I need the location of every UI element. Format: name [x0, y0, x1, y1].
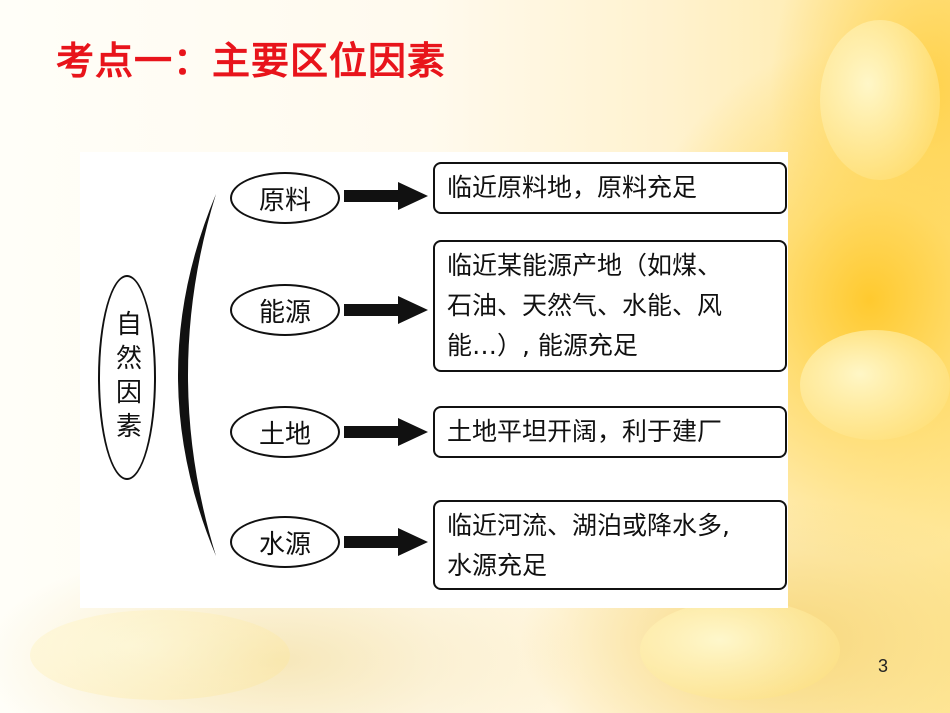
factor-node-label: 原料 — [258, 185, 311, 216]
factor-node-energy: 能源 — [230, 284, 340, 336]
decor-petal — [30, 610, 290, 700]
page-number: 3 — [878, 656, 889, 676]
decor-petal — [640, 600, 840, 700]
decor-petal — [820, 20, 940, 180]
factor-description-water: 临近河流、湖泊或降水多, 水源充足 — [433, 500, 787, 590]
root-node: 自然因素 — [98, 275, 156, 480]
description-line: 临近原料地，原料充足 — [447, 173, 698, 202]
arrow-icon — [344, 296, 428, 324]
factor-node-raw-material: 原料 — [230, 172, 340, 224]
description-line: 石油、天然气、水能、风 — [447, 291, 723, 320]
arrow-icon — [344, 418, 428, 446]
description-line: 能…）, 能源充足 — [447, 331, 638, 360]
arrow-icon — [344, 182, 428, 210]
factor-node-land: 土地 — [230, 406, 340, 458]
bracket-connector — [178, 194, 216, 556]
bracket-shape — [178, 194, 216, 556]
factor-node-water: 水源 — [230, 516, 340, 568]
factor-description-energy: 临近某能源产地（如煤、 石油、天然气、水能、风 能…）, 能源充足 — [433, 240, 787, 372]
root-node-label: 自然因素 — [111, 309, 142, 446]
factor-node-label: 土地 — [258, 419, 311, 450]
arrow-icon — [344, 528, 428, 556]
description-line: 临近某能源产地（如煤、 — [447, 251, 723, 280]
description-line: 水源充足 — [447, 551, 548, 580]
factor-node-label: 水源 — [258, 529, 311, 560]
description-line: 临近河流、湖泊或降水多, — [447, 511, 730, 540]
factor-description-land: 土地平坦开阔，利于建厂 — [433, 406, 787, 458]
decor-petal — [800, 330, 950, 440]
slide-title: 考点一：主要区位因素 — [56, 39, 447, 83]
description-line: 土地平坦开阔，利于建厂 — [447, 417, 723, 446]
factor-node-label: 能源 — [258, 297, 311, 328]
factor-description-raw-material: 临近原料地，原料充足 — [433, 162, 787, 214]
